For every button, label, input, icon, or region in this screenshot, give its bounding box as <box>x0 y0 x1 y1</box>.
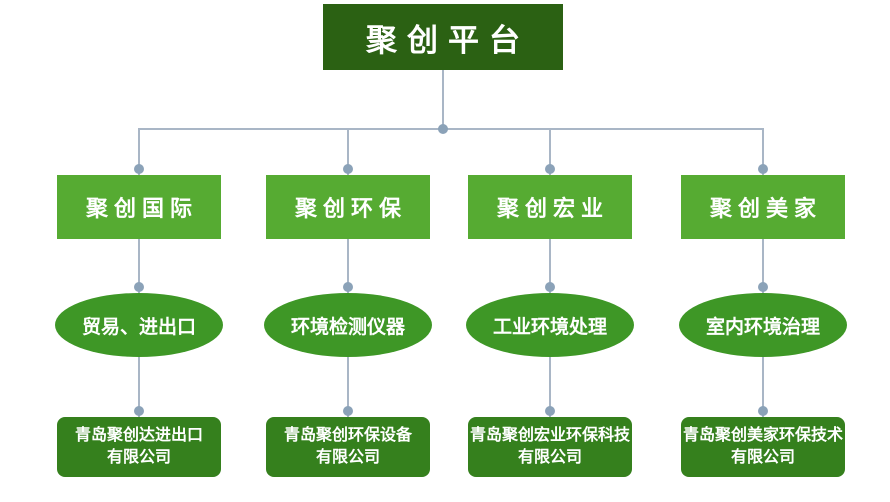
category-ellipse: 贸易、进出口 <box>55 293 223 357</box>
company-box: 青岛聚创宏业环保科技 有限公司 <box>468 417 632 477</box>
branch-label: 聚创国际 <box>85 196 198 221</box>
connector-line <box>138 357 140 418</box>
connector-dot <box>545 164 555 174</box>
company-box: 青岛聚创达进出口 有限公司 <box>57 417 221 477</box>
connector-dot <box>134 282 144 292</box>
connector-dot <box>758 164 768 174</box>
company-name-line2: 有限公司 <box>315 449 380 466</box>
connector-dot <box>343 406 353 416</box>
connector-line <box>138 239 140 295</box>
company-box: 青岛聚创美家环保技术 有限公司 <box>681 417 845 477</box>
connector-line <box>138 128 140 176</box>
category-label: 环境检测仪器 <box>290 316 405 338</box>
connector-line <box>762 239 764 295</box>
branch-node: 聚创宏业 <box>468 175 632 239</box>
branch-node: 聚创环保 <box>266 175 430 239</box>
company-name-line1: 青岛聚创宏业环保科技 <box>470 426 631 444</box>
connector-dot <box>545 282 555 292</box>
connector-line <box>549 239 551 295</box>
connector-line <box>762 128 764 176</box>
branch-label: 聚创宏业 <box>496 196 609 221</box>
company-name-line1: 青岛聚创环保设备 <box>283 426 412 444</box>
company-name-line2: 有限公司 <box>517 449 582 466</box>
category-ellipse: 环境检测仪器 <box>264 293 432 357</box>
connector-horizontal-line <box>139 128 763 130</box>
connector-dot <box>343 282 353 292</box>
connector-dot <box>343 164 353 174</box>
company-name-line1: 青岛聚创达进出口 <box>74 426 203 444</box>
connector-junction-dot <box>438 124 448 134</box>
branch-label: 聚创美家 <box>709 196 822 221</box>
connector-dot <box>758 406 768 416</box>
connector-line <box>347 239 349 295</box>
company-name-line2: 有限公司 <box>106 449 171 466</box>
category-label: 工业环境处理 <box>492 316 607 338</box>
connector-dot <box>545 406 555 416</box>
company-name-line2: 有限公司 <box>730 449 795 466</box>
connector-dot <box>134 406 144 416</box>
connector-line <box>347 128 349 176</box>
category-label: 贸易、进出口 <box>81 316 196 338</box>
root-node: 聚创平台 <box>323 4 563 70</box>
connector-root-line <box>442 70 444 129</box>
connector-dot <box>758 282 768 292</box>
root-label: 聚创平台 <box>366 22 530 58</box>
connector-dot <box>134 164 144 174</box>
connector-line <box>347 357 349 418</box>
company-name-line1: 青岛聚创美家环保技术 <box>683 426 844 444</box>
branch-node: 聚创国际 <box>57 175 221 239</box>
company-box: 青岛聚创环保设备 有限公司 <box>266 417 430 477</box>
connector-line <box>549 357 551 418</box>
category-ellipse: 室内环境治理 <box>679 293 847 357</box>
category-ellipse: 工业环境处理 <box>466 293 634 357</box>
connector-line <box>549 128 551 176</box>
branch-label: 聚创环保 <box>294 196 407 221</box>
category-label: 室内环境治理 <box>705 316 820 338</box>
connector-line <box>762 357 764 418</box>
branch-node: 聚创美家 <box>681 175 845 239</box>
